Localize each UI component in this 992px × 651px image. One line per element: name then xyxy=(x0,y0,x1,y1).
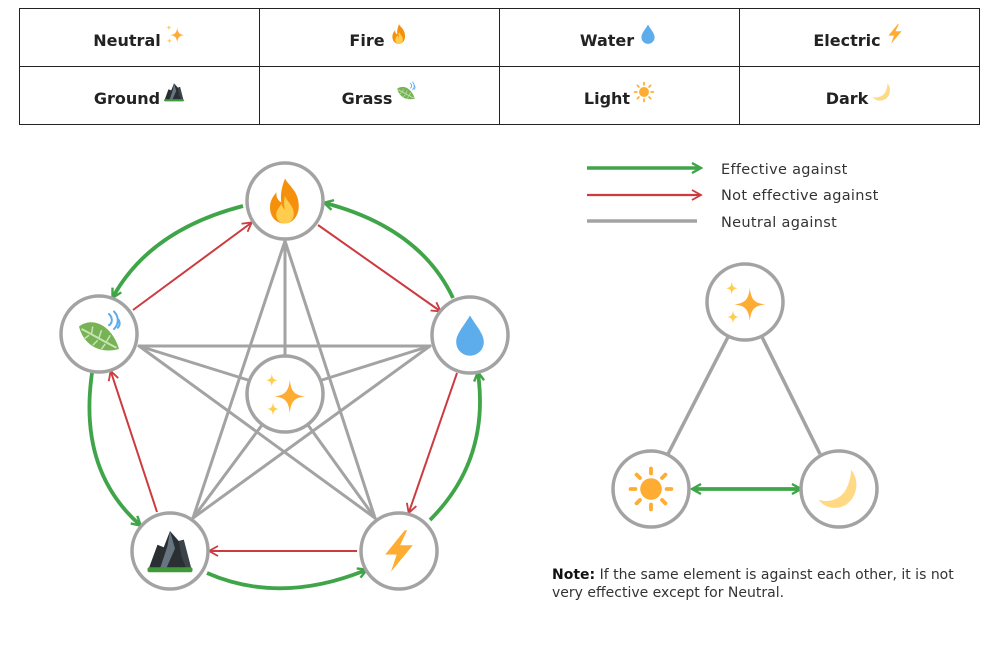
effective-arrow-water-to-fire xyxy=(325,203,455,299)
table-cell-dark: Dark xyxy=(739,66,980,125)
note-body: If the same element is against each othe… xyxy=(552,567,954,601)
cell-label: Electric xyxy=(813,30,881,50)
table-row: Neutral Fire Water Electric xyxy=(19,8,980,67)
legend-not-effective-label: Not effective against xyxy=(721,188,879,204)
effective-arrow-ground-to-electric xyxy=(206,570,366,591)
neutral-line-neutral-ground xyxy=(191,423,264,520)
cell-label: Neutral xyxy=(93,30,161,50)
effective-arrow-electric-to-water xyxy=(428,373,480,522)
neutral-line-neutral-water xyxy=(320,344,432,382)
neutral-line-neutral-grass xyxy=(137,344,250,382)
sun-icon xyxy=(631,469,672,510)
note-text: Note: If the same element is against eac… xyxy=(552,566,972,602)
neutral-line-fire-ground xyxy=(191,239,287,520)
cell-label: Light xyxy=(583,88,631,108)
effective-arrow-fire-to-grass xyxy=(113,204,244,297)
not-effective-arrow-ground-to-grass xyxy=(107,369,158,513)
not-effective-arrow-grass-to-fire xyxy=(132,221,254,311)
cell-label: Water xyxy=(579,30,635,50)
table-cell-light: Light xyxy=(499,66,740,125)
diagram-legend: Effective against Not effective against … xyxy=(587,162,879,231)
neutral-star-lines xyxy=(137,239,432,520)
cell-label: Fire xyxy=(349,30,385,50)
note-label: Note: xyxy=(552,567,596,583)
neutral-line-neutral-electric xyxy=(306,423,377,520)
not-effective-arrows xyxy=(107,221,458,557)
not-effective-arrow-fire-to-water xyxy=(317,224,443,313)
legend-effective-label: Effective against xyxy=(721,162,848,178)
cell-label: Grass xyxy=(341,88,393,108)
legend-neutral-label: Neutral against xyxy=(721,215,837,231)
light-dark-triangle xyxy=(666,336,822,489)
neutral-line-fire-electric xyxy=(283,239,377,520)
not-effective-arrow-water-to-electric xyxy=(405,372,458,515)
element-types-table: Neutral Fire Water Electric Ground Grass… xyxy=(19,8,980,125)
effective-arrow-grass-to-ground xyxy=(87,372,140,525)
cell-label: Ground xyxy=(93,88,161,108)
table-cell-electric: Electric xyxy=(739,8,980,67)
effective-arrows xyxy=(87,203,480,591)
table-cell-fire: Fire xyxy=(259,8,500,67)
table-cell-neutral: Neutral xyxy=(19,8,260,67)
neutral-line-neutral-light xyxy=(666,336,730,455)
table-row: Ground Grass Light Dark xyxy=(19,66,980,125)
neutral-line-neutral-dark xyxy=(760,336,822,455)
cell-label: Dark xyxy=(825,88,869,108)
node-dark xyxy=(799,449,879,529)
